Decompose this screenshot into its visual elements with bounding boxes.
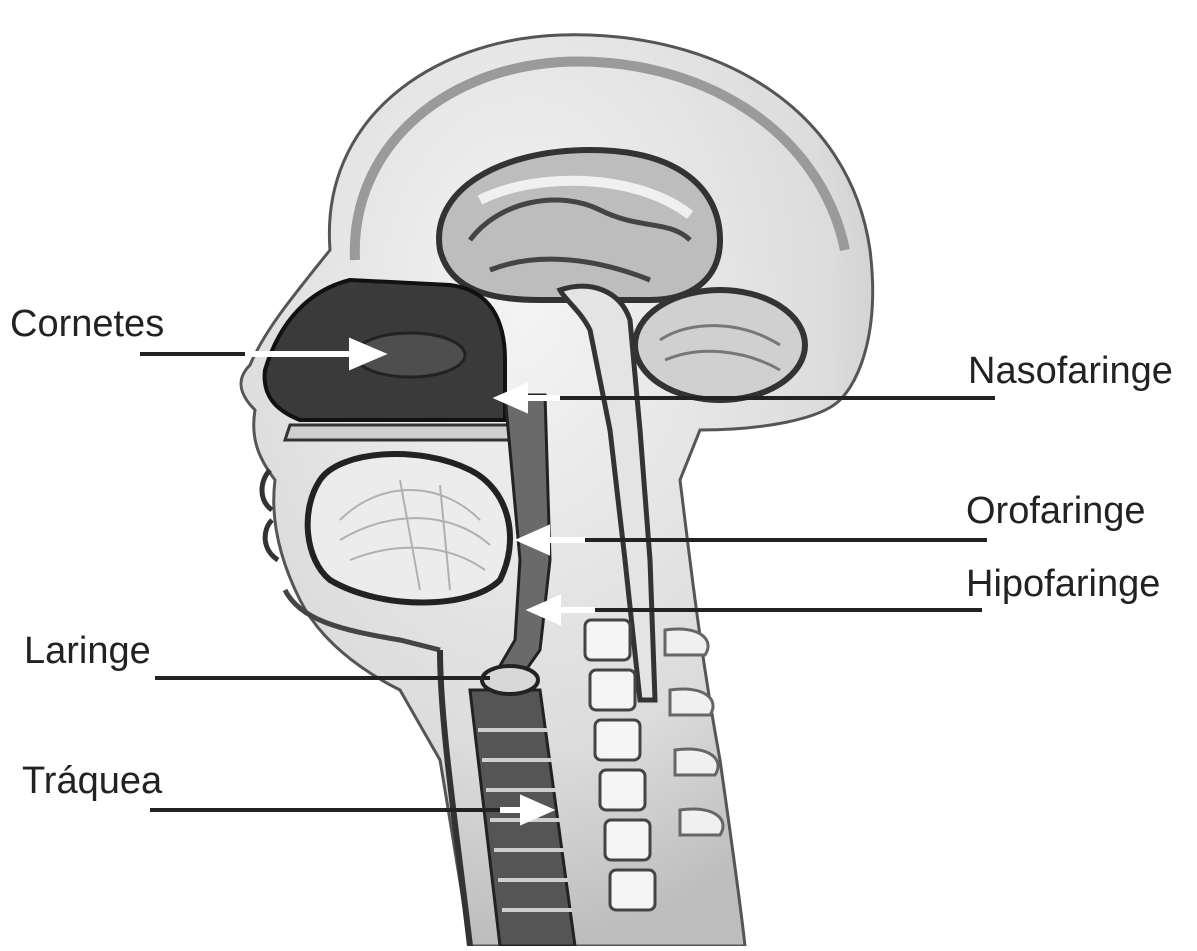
label-cornetes: Cornetes [10, 305, 164, 343]
label-nasofaringe: Nasofaringe [968, 352, 1173, 390]
label-traquea: Tráquea [22, 762, 162, 800]
larynx [482, 666, 538, 694]
label-laringe: Laringe [24, 632, 151, 670]
label-orofaringe: Orofaringe [966, 492, 1146, 530]
hard-palate [285, 425, 515, 440]
label-hipofaringe: Hipofaringe [966, 565, 1160, 603]
